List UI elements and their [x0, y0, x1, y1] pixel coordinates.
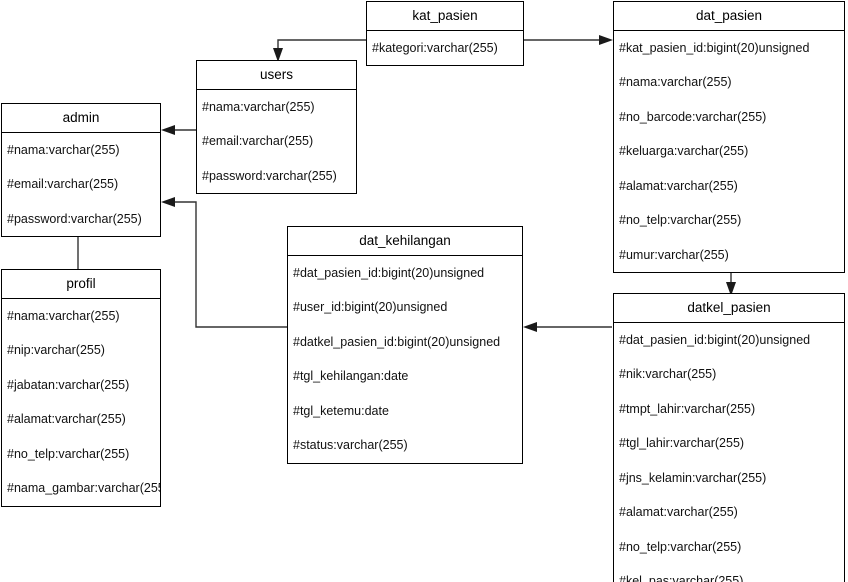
attribute-row: #no_barcode:varchar(255) [619, 109, 767, 124]
entity-title-users: users [197, 61, 356, 90]
attribute-row: #password:varchar(255) [202, 168, 337, 183]
entity-dat_pasien[interactable]: dat_pasien #kat_pasien_id:bigint(20)unsi… [613, 1, 845, 273]
attribute-row: #no_telp:varchar(255) [619, 213, 742, 227]
link-kat_pasien-to-users[interactable] [273, 39, 366, 62]
entity-datkel_pasien[interactable]: datkel_pasien #dat_pasien_id:bigint(20)u… [613, 293, 845, 582]
attribute-row: #nama:varchar(255) [7, 308, 120, 323]
link-datkel_pasien-to-dat_kehilangan[interactable] [523, 322, 612, 332]
attribute-row: #tgl_ketemu:date [293, 403, 389, 418]
entity-dat_kehilangan[interactable]: dat_kehilangan #dat_pasien_id:bigint(20)… [287, 226, 523, 464]
attribute-row: #no_telp:varchar(255) [619, 539, 742, 554]
attribute-row: #dat_pasien_id:bigint(20)unsigned [619, 332, 811, 347]
entity-body-admin: #nama:varchar(255) #email:varchar(255) #… [2, 133, 160, 237]
attribute-row: #keluarga:varchar(255) [619, 144, 749, 158]
attribute-row: #nama_gambar:varchar(255 [7, 481, 160, 495]
entity-title-profil: profil [2, 270, 160, 299]
attribute-row: #tgl_kehilangan:date [293, 369, 409, 383]
link-kat_pasien-to-dat_pasien[interactable] [524, 35, 613, 45]
attribute-row: #alamat:varchar(255) [619, 178, 738, 193]
attribute-row: #no_telp:varchar(255) [7, 446, 130, 461]
entity-body-kat_pasien: #kategori:varchar(255) [367, 31, 523, 66]
entity-kat_pasien[interactable]: kat_pasien #kategori:varchar(255) [366, 1, 524, 66]
entity-body-datkel_pasien: #dat_pasien_id:bigint(20)unsigned #nik:v… [614, 323, 844, 582]
attribute-row: #nama:varchar(255) [202, 99, 315, 114]
entity-profil[interactable]: profil #nama:varchar(255) #nip:varchar(2… [1, 269, 161, 507]
attribute-row: #user_id:bigint(20)unsigned [293, 300, 448, 314]
attribute-row: #kategori:varchar(255) [372, 40, 498, 55]
attribute-row: #password:varchar(255) [7, 211, 142, 226]
link-dat_kehilangan-to-admin[interactable] [161, 197, 287, 328]
entity-body-users: #nama:varchar(255) #email:varchar(255) #… [197, 90, 356, 194]
attribute-row: #email:varchar(255) [202, 134, 314, 148]
attribute-row: #umur:varchar(255) [619, 247, 729, 262]
attribute-row: #kat_pasien_id:bigint(20)unsigned [619, 40, 810, 55]
attribute-row: #tmpt_lahir:varchar(255) [619, 401, 756, 416]
entity-body-dat_pasien: #kat_pasien_id:bigint(20)unsigned #nama:… [614, 31, 844, 273]
attribute-row: #nama:varchar(255) [7, 142, 120, 157]
entity-title-datkel_pasien: datkel_pasien [614, 294, 844, 323]
attribute-row: #tgl_lahir:varchar(255) [619, 436, 745, 450]
attribute-row: #dat_pasien_id:bigint(20)unsigned [293, 265, 485, 280]
entity-title-kat_pasien: kat_pasien [367, 2, 523, 31]
entity-body-dat_kehilangan: #dat_pasien_id:bigint(20)unsigned #user_… [288, 256, 522, 463]
entity-admin[interactable]: admin #nama:varchar(255) #email:varchar(… [1, 103, 161, 237]
attribute-row: #nip:varchar(255) [7, 343, 105, 357]
attribute-row: #datkel_pasien_id:bigint(20)unsigned [293, 334, 501, 349]
link-users-to-admin[interactable] [161, 125, 196, 135]
attribute-row: #email:varchar(255) [7, 177, 119, 191]
attribute-row: #status:varchar(255) [293, 438, 408, 452]
entity-title-dat_kehilangan: dat_kehilangan [288, 227, 522, 256]
attribute-row: #alamat:varchar(255) [619, 505, 738, 519]
attribute-row: #jns_kelamin:varchar(255) [619, 470, 767, 485]
attribute-row: #alamat:varchar(255) [7, 412, 126, 426]
attribute-row: #jabatan:varchar(255) [7, 377, 130, 392]
attribute-row: #kel_pas:varchar(255) [619, 574, 744, 582]
entity-title-admin: admin [2, 104, 160, 133]
entity-title-dat_pasien: dat_pasien [614, 2, 844, 31]
attribute-row: #nama:varchar(255) [619, 75, 732, 89]
entity-body-profil: #nama:varchar(255) #nip:varchar(255) #ja… [2, 299, 160, 506]
entity-users[interactable]: users #nama:varchar(255) #email:varchar(… [196, 60, 357, 194]
attribute-row: #nik:varchar(255) [619, 367, 717, 381]
